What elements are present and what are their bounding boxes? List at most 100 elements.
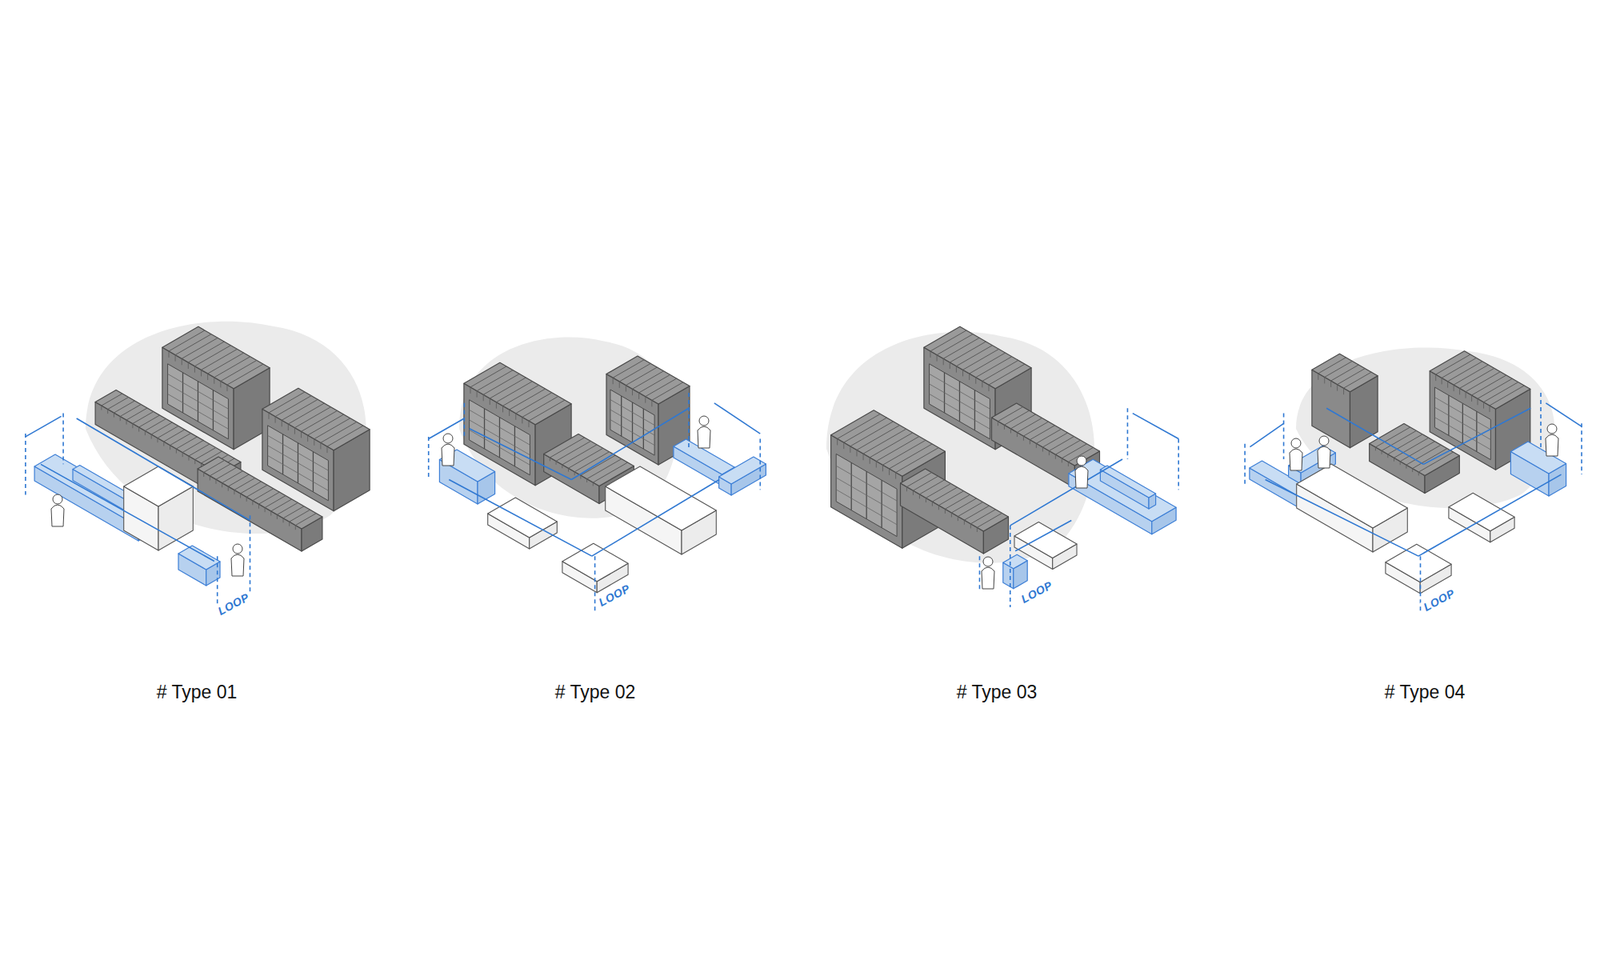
container-rib: [234, 477, 256, 490]
box-top: [1068, 459, 1176, 522]
container-rib: [632, 371, 664, 390]
loop-line: [1326, 408, 1424, 464]
box-top: [197, 456, 323, 529]
container-rib: [632, 388, 633, 396]
container-rib: [489, 398, 491, 405]
container-rib: [1471, 395, 1472, 402]
container-rib: [176, 448, 177, 454]
container-rib: [625, 367, 657, 386]
container-rib: [209, 464, 231, 476]
container-rib: [483, 394, 484, 401]
container-rib: [1375, 447, 1376, 451]
container-rib: [151, 422, 172, 435]
loop-line: [24, 433, 27, 496]
container-rib: [164, 429, 185, 442]
container-rib: [970, 509, 996, 524]
box-top: [1312, 353, 1378, 392]
loop-line: [759, 438, 761, 490]
loop-line: [25, 416, 62, 437]
loop-line: [1545, 403, 1582, 427]
container-rib: [157, 426, 179, 439]
container-rib: [240, 481, 262, 494]
container-rib: [869, 457, 871, 464]
container-rib: [1048, 436, 1074, 452]
container-rib: [1418, 452, 1453, 472]
container-rib: [568, 468, 569, 472]
container-rib: [283, 518, 284, 524]
container-rib: [120, 404, 141, 417]
container-rib: [856, 449, 857, 456]
person-figure: [441, 444, 455, 466]
person-figure: [1317, 446, 1331, 468]
container-rib: [200, 369, 202, 376]
loop-line: [714, 403, 760, 434]
container-rib: [981, 380, 983, 388]
box-top: [1100, 465, 1156, 498]
loop-line: [428, 436, 430, 480]
container-rib: [645, 378, 677, 397]
container-rib: [949, 362, 951, 369]
door-panel-line: [836, 489, 897, 525]
container-rib: [194, 366, 196, 373]
container-rib: [938, 491, 964, 506]
container-rib: [138, 427, 140, 432]
loop-line: [571, 408, 689, 480]
container-rib: [997, 421, 999, 427]
container-rib: [222, 471, 244, 484]
person-head: [1319, 436, 1329, 446]
container-rib: [295, 513, 316, 526]
person-head: [232, 544, 243, 554]
door-panel-line: [1434, 407, 1491, 440]
loop-line: [688, 392, 690, 449]
container-rib: [240, 493, 241, 499]
person-figure: [51, 504, 64, 527]
container-rib: [888, 468, 890, 476]
container-rib: [276, 502, 298, 515]
container-rib: [619, 363, 651, 382]
container-rib: [268, 412, 269, 420]
loop-line: [1015, 520, 1072, 552]
container-rib: [1042, 447, 1044, 452]
container-rib: [1344, 372, 1372, 388]
container-rib: [1387, 454, 1388, 458]
container-rib: [101, 393, 123, 406]
type-caption: # Type 01: [156, 681, 238, 704]
container-rib: [1029, 440, 1031, 445]
container-rib: [849, 446, 851, 453]
container-rib: [113, 412, 115, 418]
container-rib: [638, 392, 640, 400]
container-rib: [209, 476, 211, 481]
container-rib: [1331, 364, 1360, 381]
container-rib: [951, 498, 976, 513]
container-rib: [876, 436, 920, 462]
container-rib: [988, 384, 989, 392]
door-panel-line: [469, 409, 531, 445]
door-panel-line: [268, 435, 329, 471]
container-rib: [592, 482, 594, 486]
loop-line: [1540, 392, 1542, 449]
door-panel-line: [836, 465, 897, 501]
container-rib: [556, 460, 557, 464]
container-rib: [876, 461, 877, 468]
loop-line: [1244, 444, 1246, 485]
container-rib: [113, 400, 135, 413]
loop-line: [592, 479, 720, 556]
loop-line: [1177, 438, 1180, 490]
container-rib: [120, 416, 121, 422]
container-rib: [919, 480, 944, 495]
container-rib: [882, 440, 926, 465]
container-rib: [856, 424, 900, 450]
loop-label: LOOP: [214, 589, 253, 619]
person-head: [1076, 456, 1087, 466]
container-rib: [1068, 461, 1069, 467]
container-rib: [258, 504, 260, 509]
container-rib: [1036, 443, 1037, 448]
box-top: [1003, 554, 1028, 569]
container-rib: [968, 373, 970, 380]
container-rib: [216, 467, 237, 480]
container-rib: [246, 496, 248, 502]
container-rib: [258, 492, 280, 504]
door-panel-line: [168, 373, 229, 409]
container-rib: [176, 436, 197, 449]
door-panel-line: [929, 373, 991, 409]
